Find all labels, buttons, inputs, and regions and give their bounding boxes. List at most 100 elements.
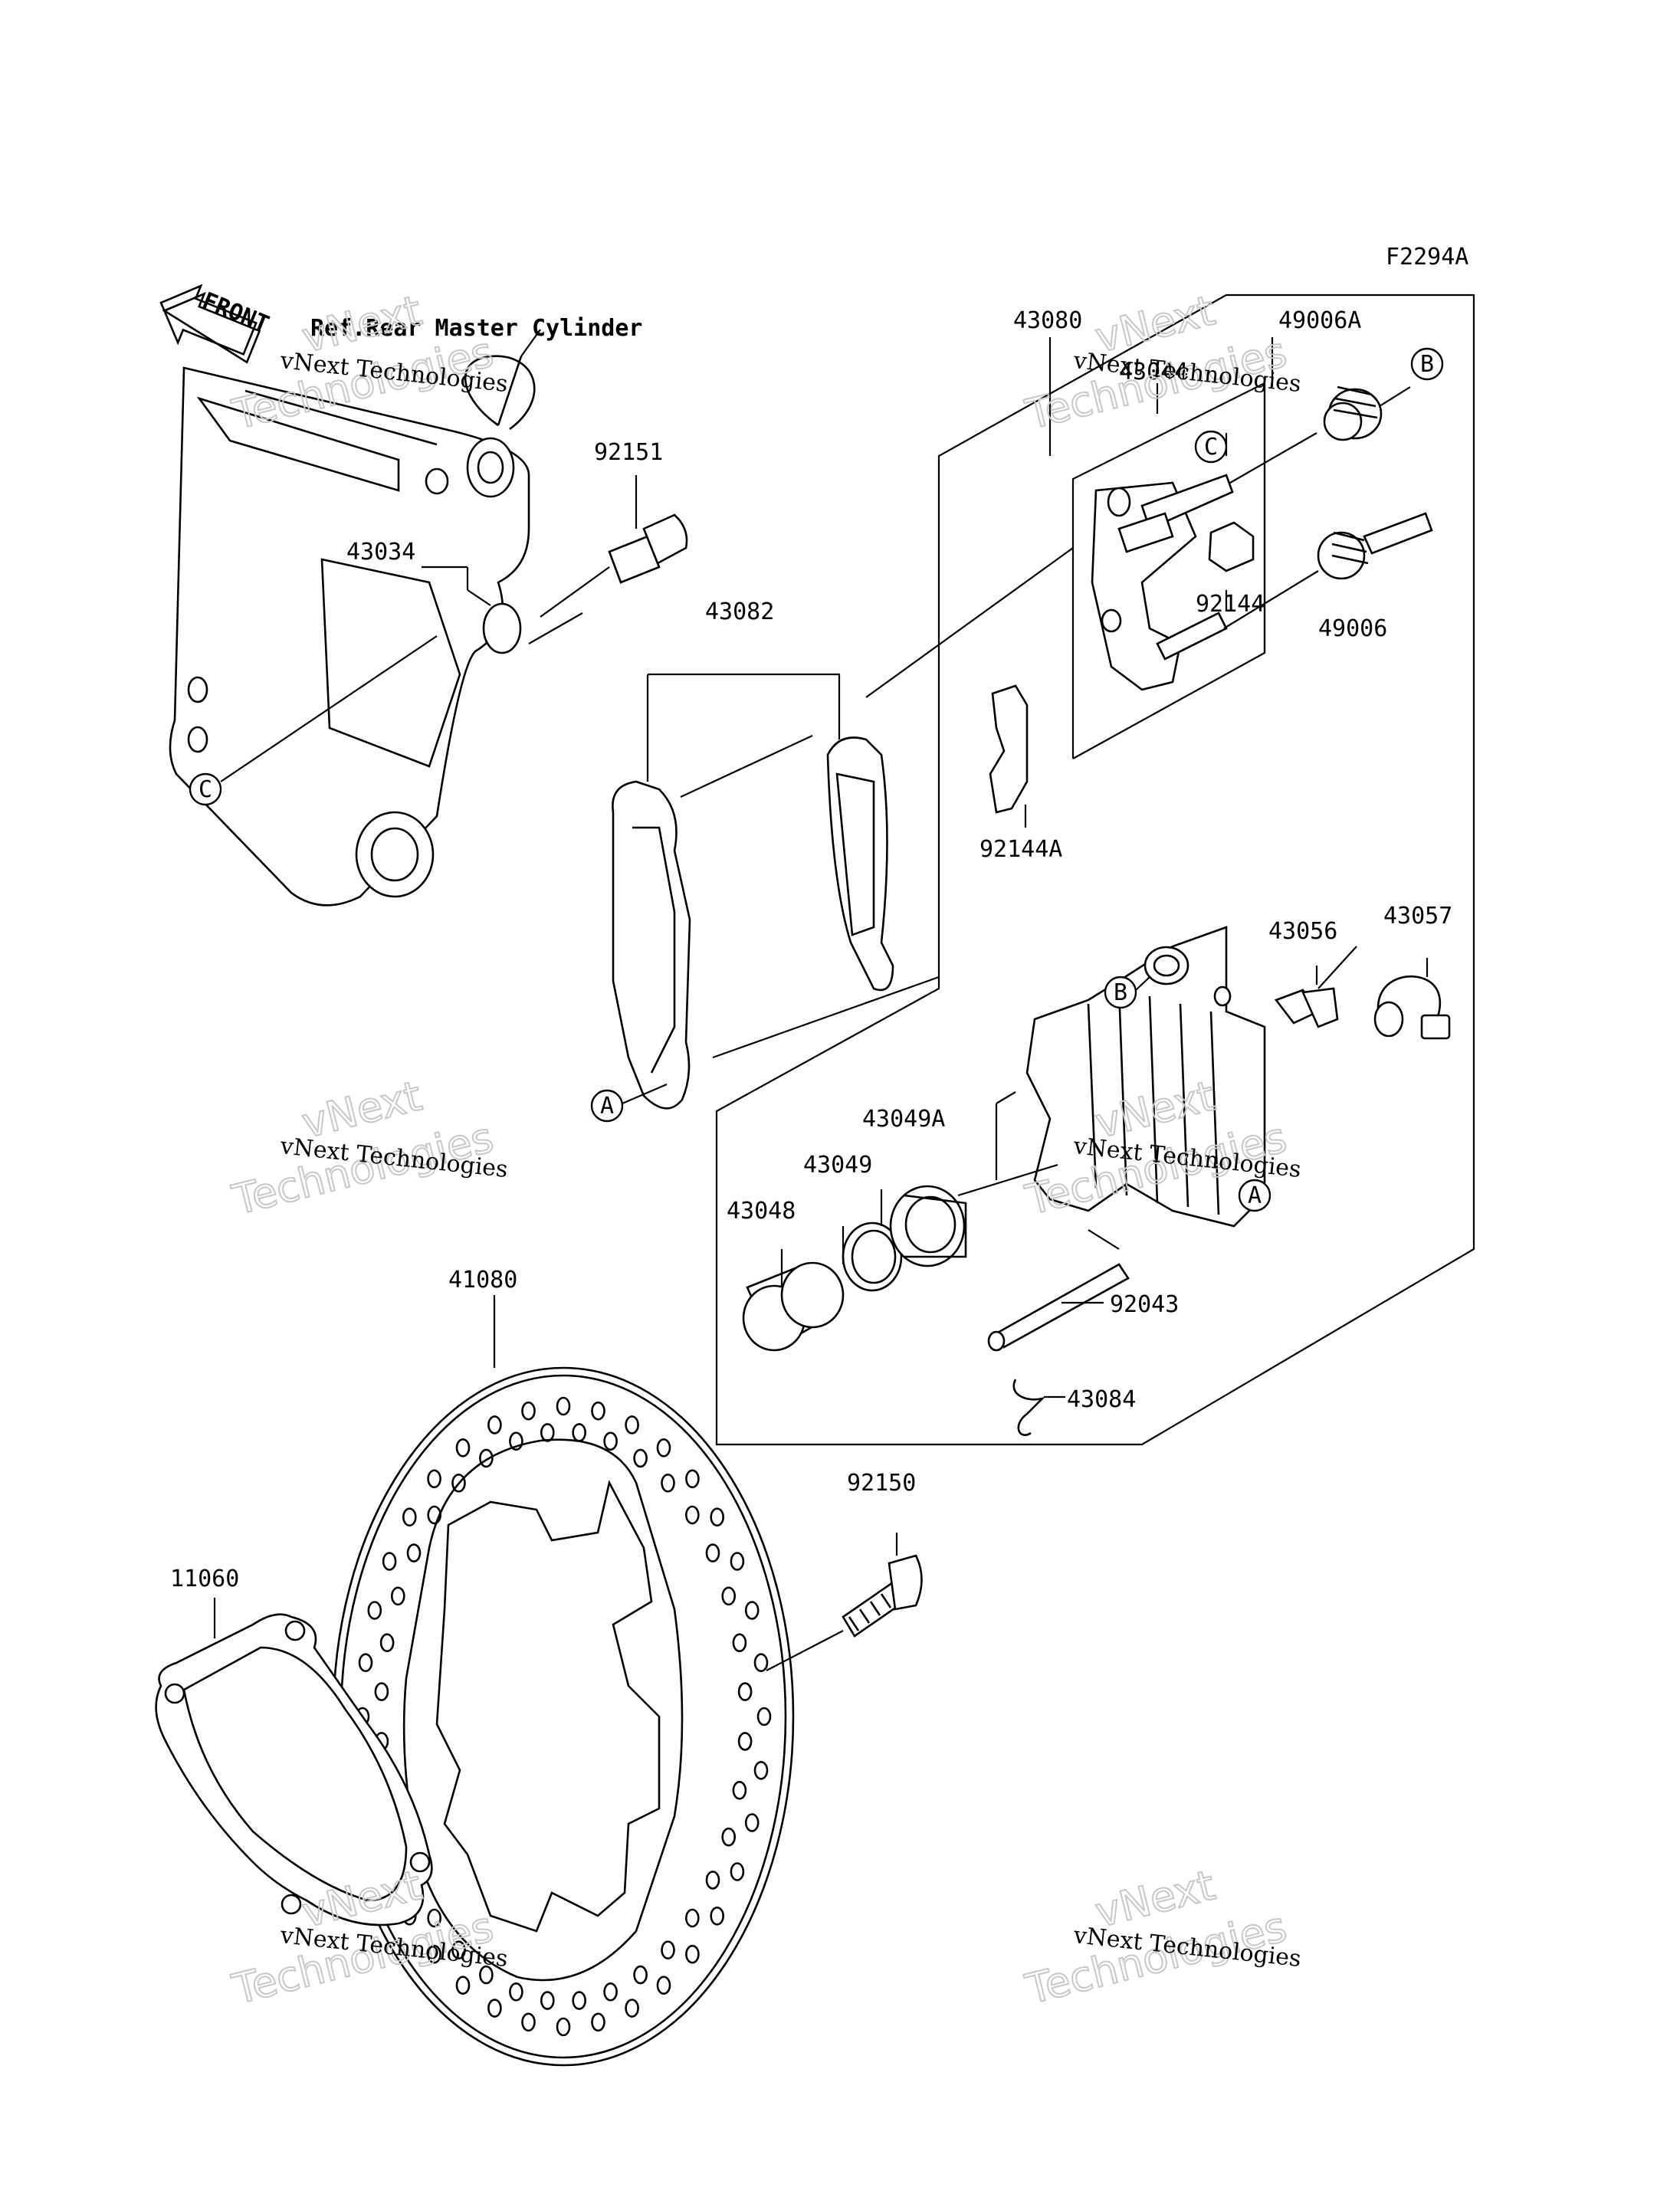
disc-vent-hole — [603, 1431, 618, 1451]
disc-vent-hole — [521, 2012, 536, 2032]
disc-vent-hole — [390, 1586, 405, 1606]
disc-vent-hole — [509, 1431, 523, 1451]
disc-vent-hole — [402, 1507, 417, 1526]
disc-vent-hole — [367, 1601, 382, 1620]
disc-vent-hole — [730, 1862, 745, 1881]
caliper-assembly-outline — [715, 293, 1475, 1446]
gasket-11060 — [155, 1613, 433, 1926]
label-92144A: 92144A — [979, 836, 1062, 863]
disc-vent-hole — [753, 1653, 769, 1672]
svg-text:C: C — [199, 776, 212, 803]
ref-marker-b-body: B — [1104, 976, 1137, 1009]
disc-vent-hole — [540, 1991, 555, 2010]
label-92151: 92151 — [594, 439, 663, 466]
disc-vent-hole — [756, 1707, 772, 1726]
disc-vent-hole — [521, 1401, 536, 1421]
disc-vent-hole — [487, 1415, 502, 1435]
label-43034: 43034 — [346, 539, 415, 566]
disc-vent-hole — [427, 1944, 441, 1964]
label-43049: 43049 — [803, 1152, 872, 1179]
piston-43048 — [742, 1261, 845, 1352]
watermark-middle-left: Technologies vNext vNext Technologies — [227, 1071, 509, 1225]
disc-vent-hole — [406, 1543, 422, 1562]
disc-vent-hole — [455, 1438, 471, 1458]
bleed-cap-43057 — [1373, 975, 1451, 1040]
ref-marker-c-bracket: C — [1194, 430, 1228, 464]
watermark-bottom-right: Technologies vNext vNext Technologies — [1020, 1860, 1302, 2015]
disc-vent-hole — [732, 1633, 747, 1652]
disc-vent-hole — [705, 1871, 720, 1890]
caliper-body — [1025, 926, 1266, 1228]
disc-vent-hole — [455, 1976, 471, 1995]
disc-vent-hole — [556, 2017, 571, 2037]
disc-vent-hole — [710, 1907, 725, 1926]
figure-code: F2294A — [1386, 244, 1468, 271]
clip-43084 — [1012, 1379, 1046, 1436]
label-92144: 92144 — [1196, 591, 1265, 618]
disc-vent-hole — [591, 1401, 605, 1421]
disc-vent-hole — [633, 1965, 648, 1985]
label-43084: 43084 — [1067, 1386, 1136, 1413]
label-49006: 49006 — [1318, 615, 1387, 642]
disc-vent-hole — [603, 1982, 618, 2002]
disc-vent-hole — [427, 1505, 442, 1525]
pad-spring-92144 — [1208, 521, 1255, 572]
caliper-holder-43044 — [1091, 474, 1234, 691]
ref-marker-a-lower: A — [1238, 1179, 1271, 1212]
label-41080: 41080 — [448, 1267, 517, 1294]
disc-vent-hole — [685, 1469, 700, 1489]
disc-vent-hole — [358, 1653, 373, 1672]
label-49006A: 49006A — [1278, 307, 1361, 334]
svg-text:B: B — [1420, 351, 1434, 378]
disc-vent-hole — [427, 1908, 442, 1928]
disc-vent-hole — [656, 1438, 671, 1458]
label-43082: 43082 — [705, 598, 774, 625]
disc-vent-hole — [744, 1601, 760, 1620]
disc-vent-hole — [684, 1505, 700, 1525]
disc-vent-hole — [633, 1448, 648, 1468]
disc-vent-hole — [591, 2012, 605, 2032]
disc-vent-hole — [427, 1469, 441, 1489]
disc-vent-hole — [540, 1423, 555, 1442]
disc-vent-hole — [661, 1940, 675, 1959]
disc-vent-hole — [509, 1982, 523, 2002]
label-11060: 11060 — [170, 1566, 239, 1592]
disc-vent-hole — [572, 1423, 587, 1442]
label-43057: 43057 — [1383, 903, 1452, 930]
disc-vent-hole — [721, 1827, 737, 1847]
slide-pin-49006 — [1317, 512, 1433, 580]
disc-vent-hole — [732, 1781, 747, 1800]
disc-vent-hole — [737, 1682, 753, 1701]
disc-bolt-92150 — [842, 1554, 923, 1638]
disc-vent-hole — [753, 1761, 769, 1780]
ref-marker-b-top: B — [1410, 347, 1444, 381]
dust-boot-49006A — [1323, 385, 1383, 441]
disc-vent-hole — [656, 1976, 671, 1995]
disc-vent-hole — [479, 1448, 494, 1468]
disc-vent-hole — [374, 1682, 389, 1701]
brake-pads-43082 — [612, 736, 894, 1110]
label-43056: 43056 — [1268, 918, 1337, 945]
anti-rattle-92144A — [989, 684, 1029, 814]
disc-vent-hole — [451, 1474, 466, 1493]
label-43048: 43048 — [727, 1198, 796, 1225]
bleed-valve-43056 — [1274, 966, 1339, 1028]
caliper-bracket-43034 — [169, 366, 530, 907]
front-arrow-icon — [159, 284, 261, 364]
disc-vent-hole — [744, 1813, 760, 1832]
disc-vent-hole — [684, 1908, 700, 1928]
disc-vent-hole — [737, 1732, 753, 1751]
disc-vent-hole — [721, 1586, 737, 1606]
label-43080: 43080 — [1013, 307, 1082, 334]
hose-clip — [464, 355, 536, 431]
disc-vent-hole — [572, 1991, 587, 2010]
ref-marker-c-holder: C — [189, 772, 222, 806]
label-43044: 43044 — [1119, 359, 1188, 385]
bolt-92151 — [528, 513, 688, 644]
svg-text:A: A — [1248, 1182, 1262, 1209]
disc-vent-hole — [451, 1940, 466, 1959]
pad-pin-92043 — [987, 1263, 1130, 1352]
disc-vent-hole — [625, 1415, 639, 1435]
